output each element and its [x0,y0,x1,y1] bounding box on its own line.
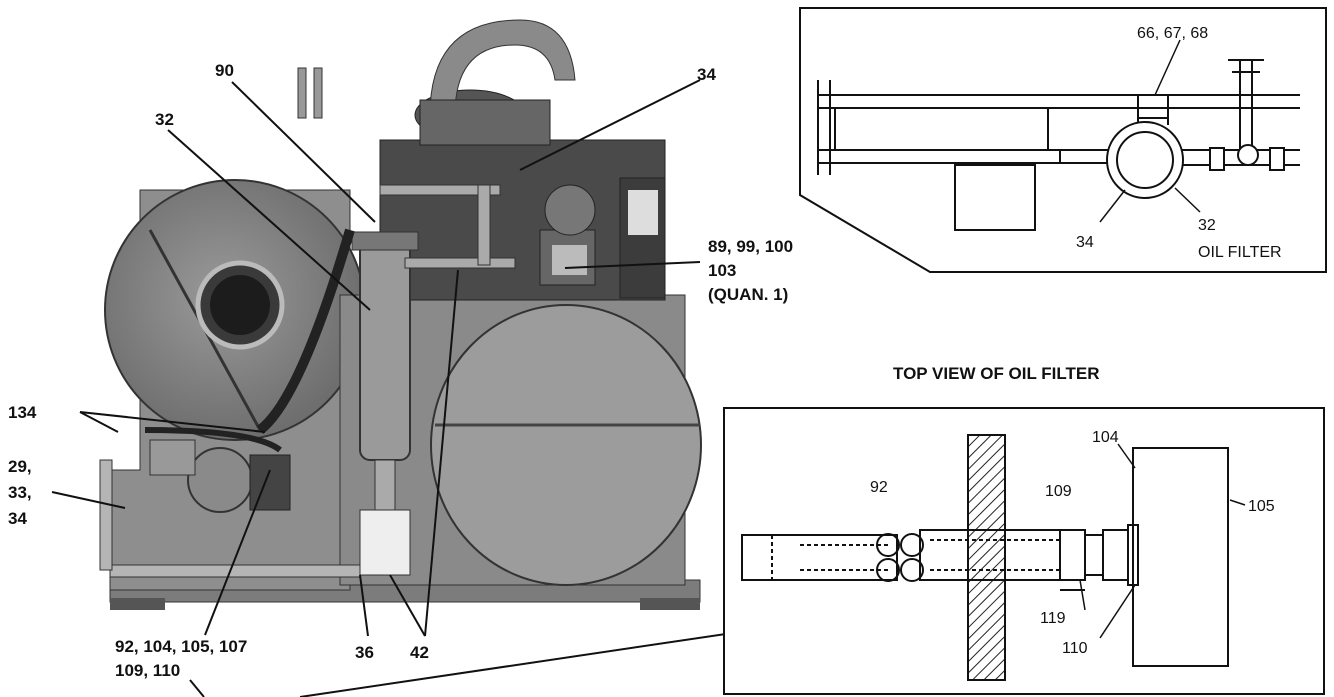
callout-90: 90 [215,61,234,80]
photo-callouts: 90 32 34 89, 99, 100 103 (QUAN. 1) 134 2… [8,61,793,680]
callout-103: 103 [708,261,736,280]
top-view-callout-32: 32 [1198,217,1216,234]
top-view-title: TOP VIEW OF OIL FILTER [893,364,1100,383]
callout-89-99-100: 89, 99, 100 [708,237,793,256]
detail-callout-105: 105 [1248,498,1275,515]
callout-109-110: 109, 110 [115,661,180,680]
detail-callout-119: 119 [1040,610,1066,627]
callout-quan-1: (QUAN. 1) [708,285,788,304]
top-view-panel: 66, 67, 68 34 32 OIL FILTER [799,7,1327,273]
callout-134: 134 [8,403,37,422]
callout-32: 32 [155,110,174,129]
detail-callout-104: 104 [1092,429,1119,446]
detail-callout-109: 109 [1045,483,1072,500]
callout-29: 29, [8,457,32,476]
callout-42: 42 [410,643,429,662]
detail-callout-92: 92 [870,479,888,496]
callout-33: 33, [8,483,32,502]
callout-34: 34 [697,65,716,84]
detail-callout-110: 110 [1062,640,1088,657]
top-view-callout-66-67-68: 66, 67, 68 [1137,25,1208,42]
top-view-callout-34: 34 [1076,234,1094,251]
detail-view-panel: 104 92 109 105 119 110 [723,407,1325,695]
callout-92-104-105-107: 92, 104, 105, 107 [115,637,247,656]
callout-36: 36 [355,643,374,662]
top-view-oil-filter-label: OIL FILTER [1198,244,1282,261]
photo-leader-lines [51,79,801,697]
callout-34-lower: 34 [8,509,27,528]
machine-illustration [99,19,702,610]
